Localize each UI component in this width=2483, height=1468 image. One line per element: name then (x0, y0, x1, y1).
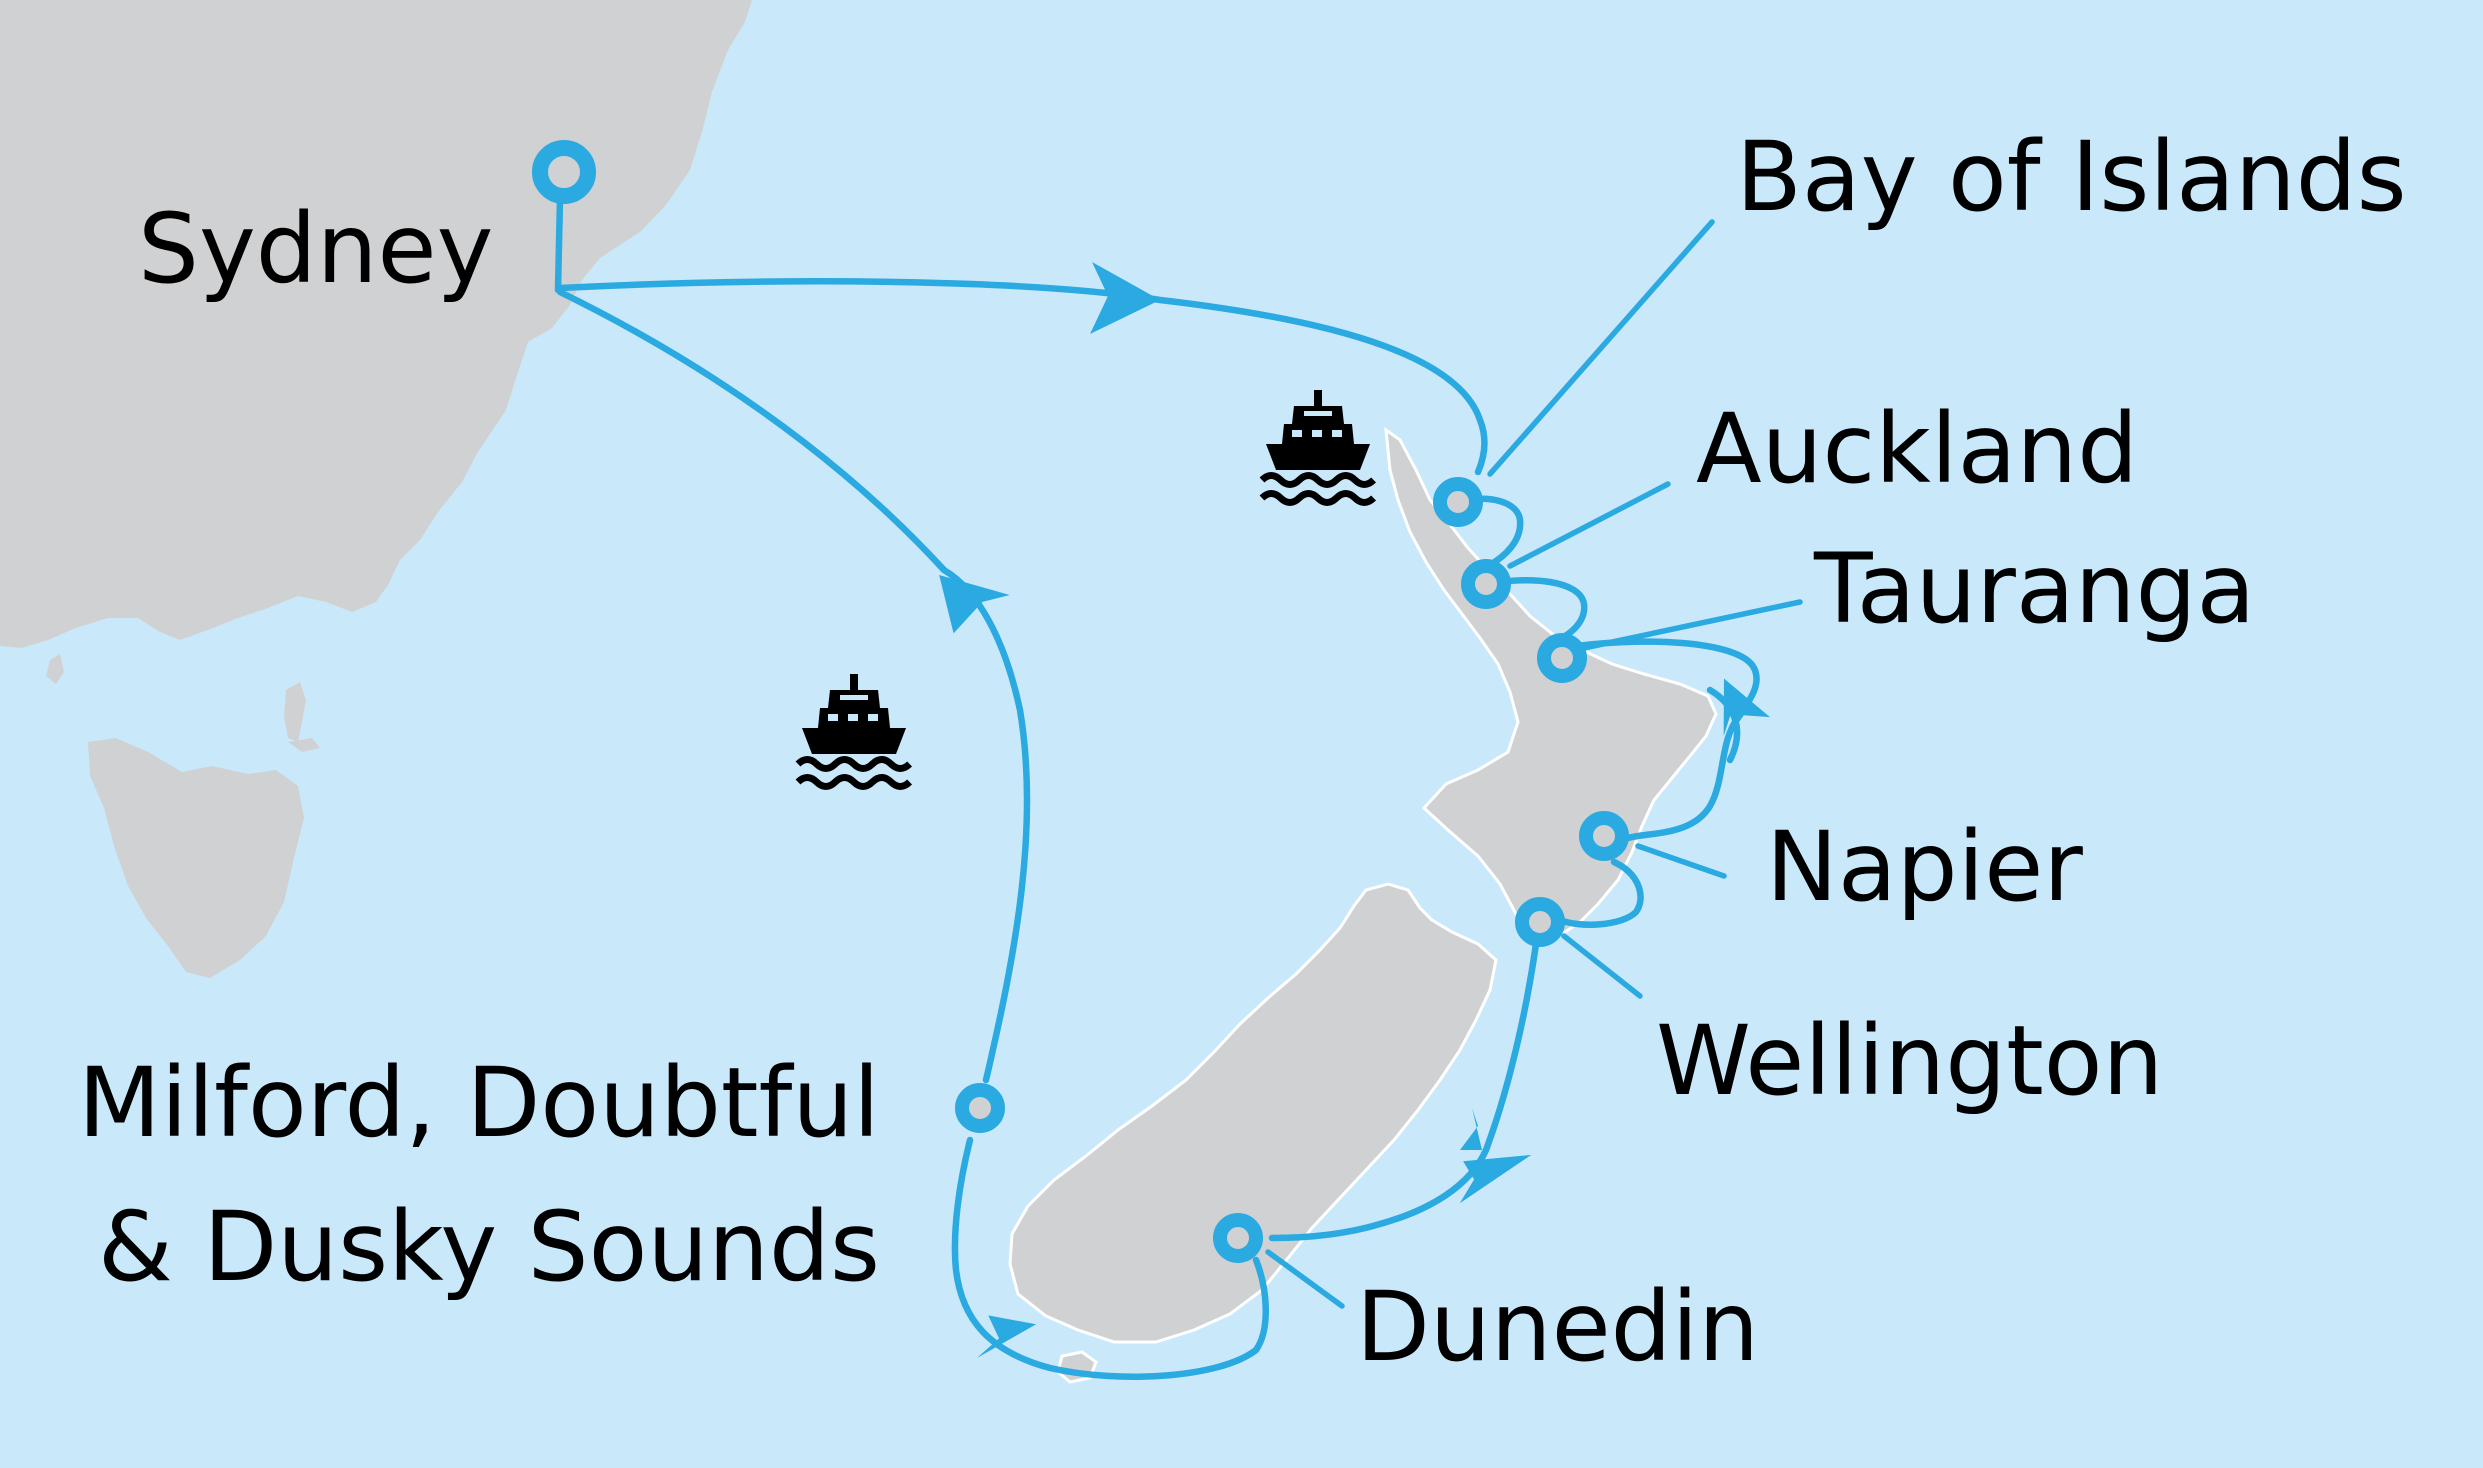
arrow-icon (1723, 678, 1770, 737)
port-markers (532, 140, 1629, 1263)
port-marker-bay-of-islands[interactable] (1433, 477, 1483, 527)
label-dunedin: Dunedin (1356, 1271, 1759, 1383)
leader-wellington (1561, 933, 1643, 999)
port-marker-tauranga[interactable] (1537, 633, 1587, 683)
leader-lines (1265, 219, 1803, 1309)
port-marker-dunedin[interactable] (1213, 1213, 1263, 1263)
land-nz-north-island (1384, 426, 1718, 936)
label-auckland: Auckland (1696, 393, 2138, 505)
land-islet (284, 682, 306, 742)
leader-bay-of-islands (1487, 219, 1715, 477)
leader-napier (1635, 843, 1727, 879)
port-marker-napier[interactable] (1579, 811, 1629, 861)
label-bay-of-islands: Bay of Islands (1736, 121, 2407, 233)
route-sydney-stem (554, 194, 564, 294)
land-nz-south-island (1008, 882, 1498, 1344)
arrow-icon (976, 1315, 1037, 1359)
land-islet (46, 654, 64, 684)
cruise-route (554, 194, 1760, 1380)
label-sydney: Sydney (138, 193, 493, 305)
port-marker-sounds[interactable] (955, 1083, 1005, 1133)
label-wellington: Wellington (1656, 1005, 2163, 1117)
arrow-icon (1090, 262, 1160, 334)
leader-dunedin (1265, 1249, 1345, 1309)
label-napier: Napier (1766, 811, 2083, 923)
leader-auckland (1507, 481, 1671, 569)
label-sounds-line2: & Dusky Sounds (98, 1191, 880, 1303)
label-sounds-line1: Milford, Doubtful (78, 1047, 880, 1159)
route-sounds-sydney (556, 288, 1031, 1084)
route-arrows (939, 262, 1770, 1359)
land-tasmania (88, 738, 304, 978)
leader-tauranga (1581, 599, 1803, 651)
route-bay-of-islands-auckland (1454, 495, 1524, 570)
route-auckland-tauranga (1482, 577, 1588, 642)
port-marker-auckland[interactable] (1461, 559, 1511, 609)
port-marker-wellington[interactable] (1515, 897, 1565, 947)
arrow-icon (1459, 1154, 1532, 1204)
route-tauranga-loop (1706, 686, 1741, 764)
label-tauranga: Tauranga (1813, 533, 2255, 645)
route-dunedin-sounds (951, 1136, 1269, 1380)
route-wellington-dunedin (1268, 940, 1540, 1242)
arrow-icon (939, 574, 1010, 634)
port-marker-sydney[interactable] (532, 140, 596, 204)
arrow-icon (1460, 1108, 1482, 1150)
land-islet (288, 738, 320, 752)
route-sydney-bay-of-islands (556, 278, 1488, 476)
route-napier-wellington (1556, 858, 1644, 928)
